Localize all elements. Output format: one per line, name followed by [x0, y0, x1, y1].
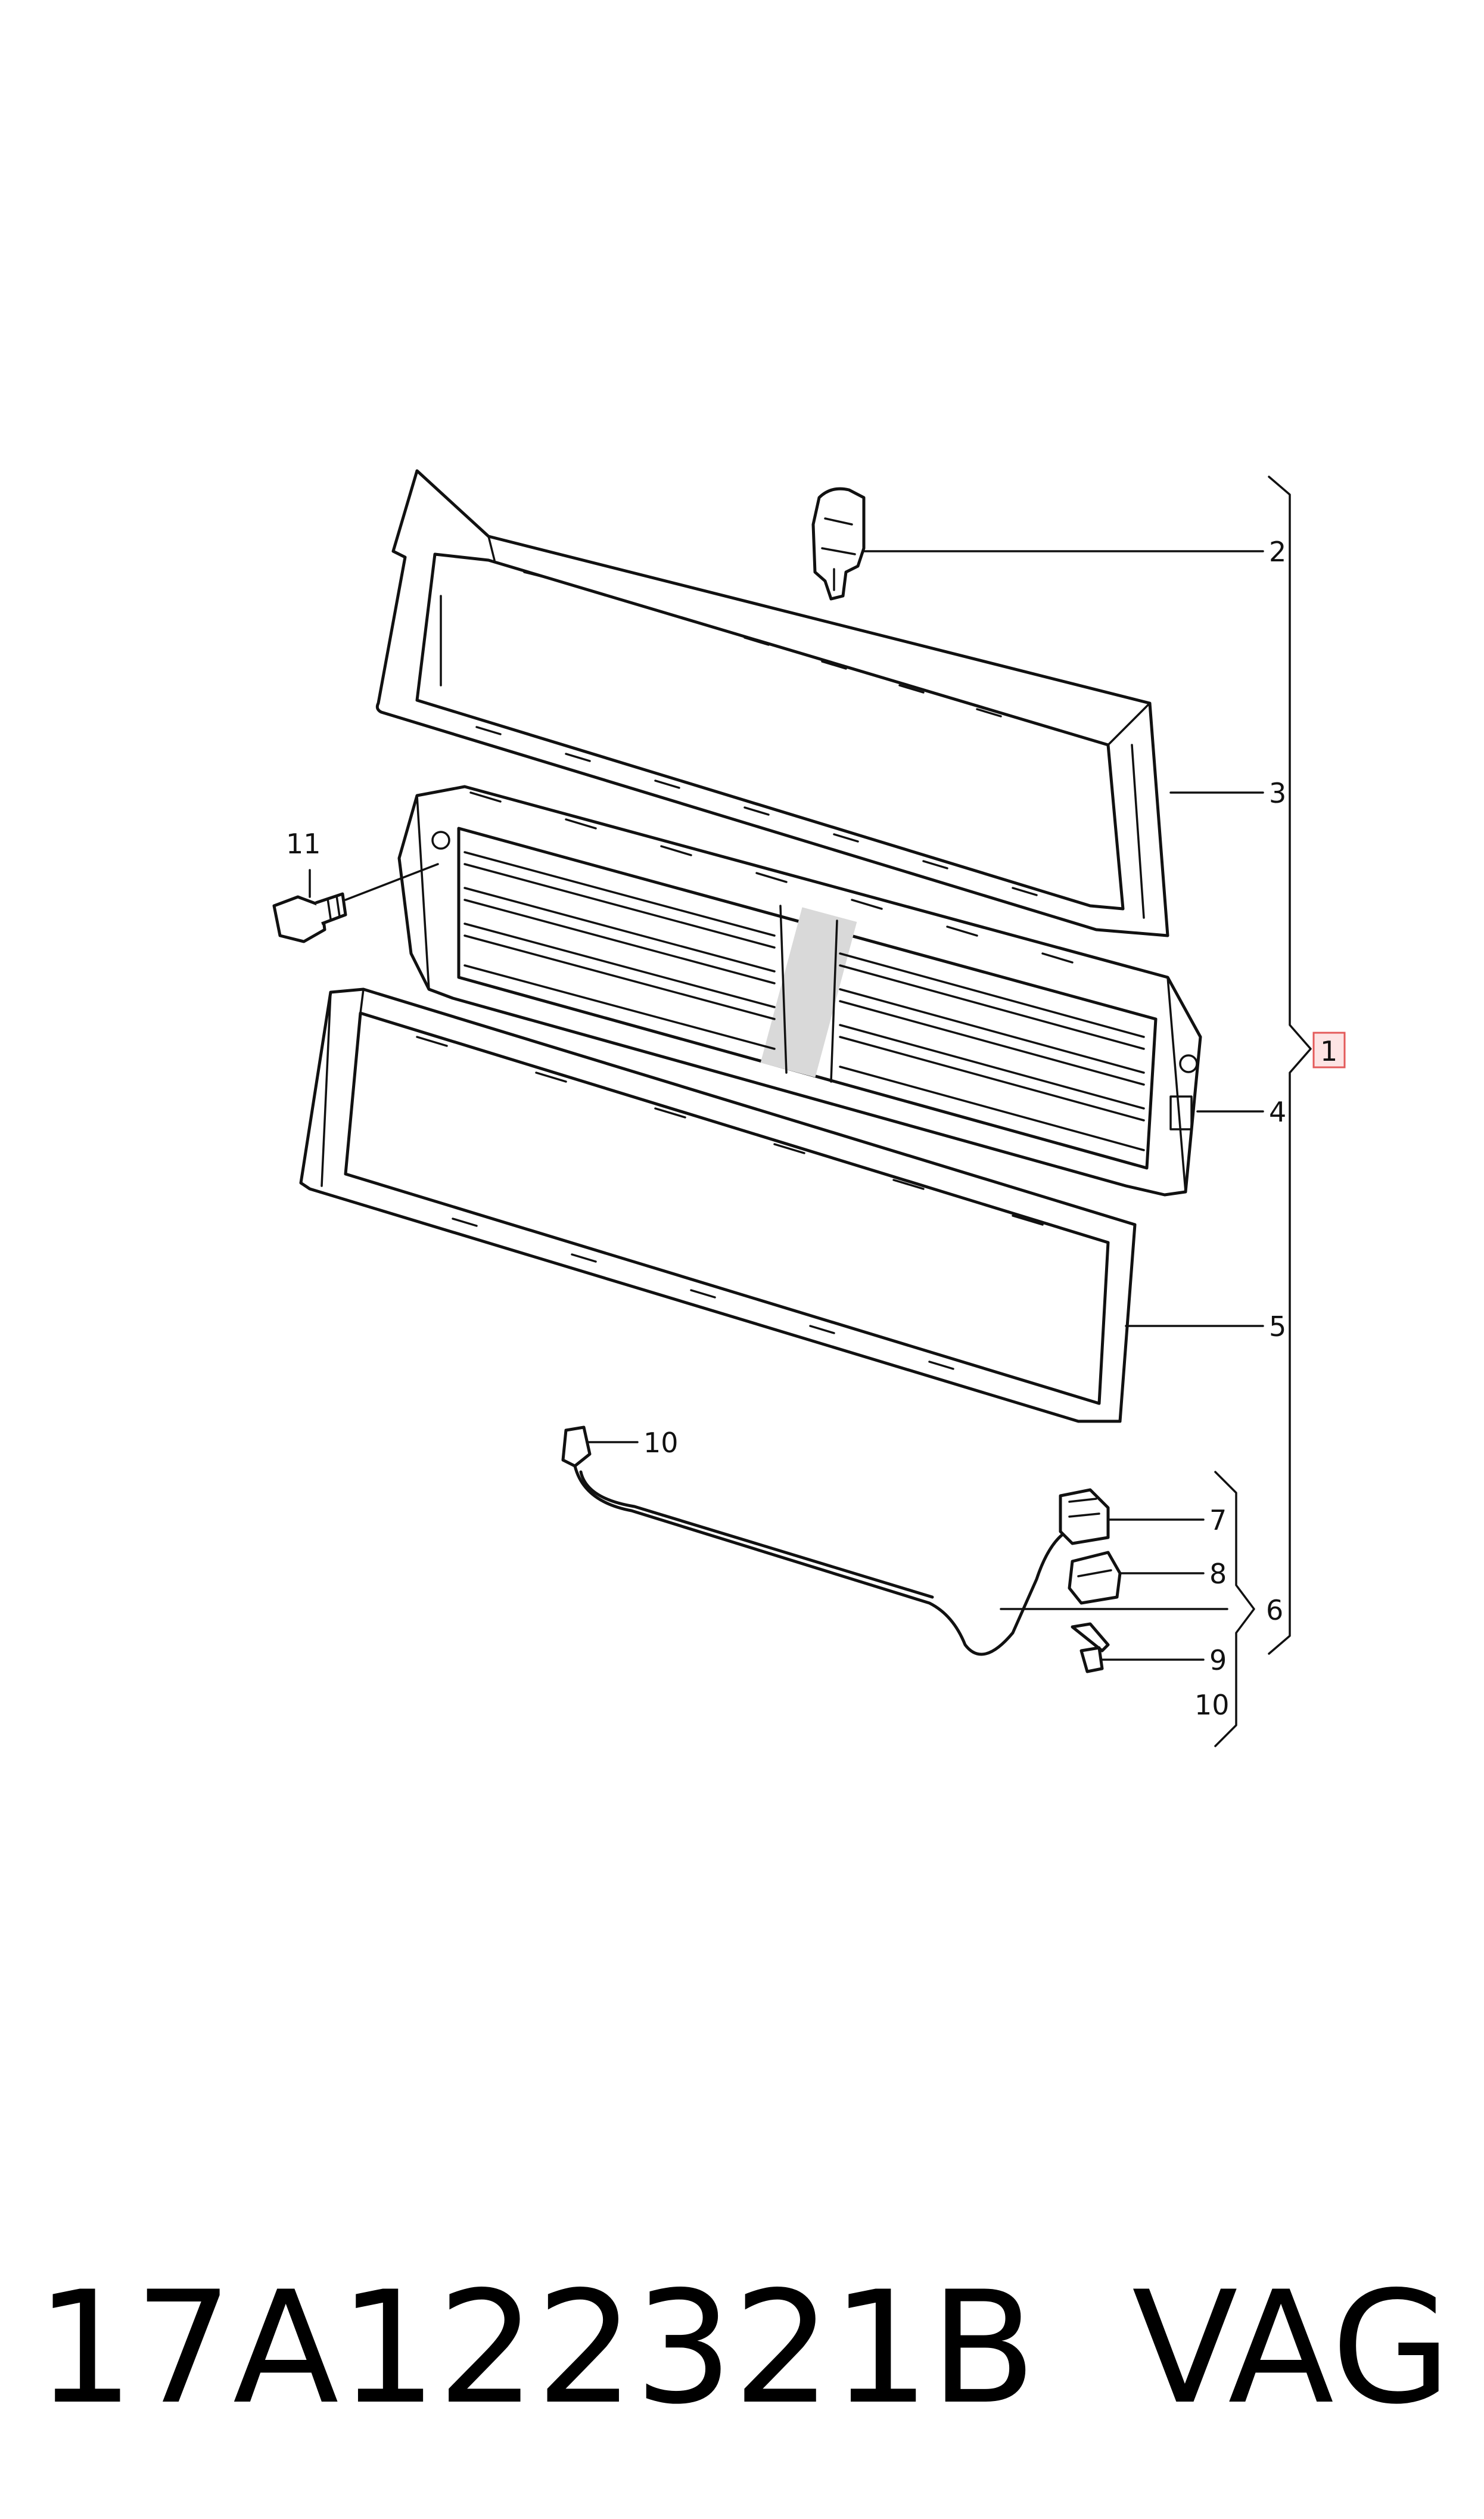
callout-7: 7	[1209, 1504, 1227, 1536]
bracket-6	[1214, 1471, 1255, 1747]
part-number: 17A122321B	[36, 2259, 1037, 2439]
part-2-clip	[811, 487, 866, 601]
part-6-wiring-harness	[561, 1425, 1068, 1656]
bracket-1	[1268, 476, 1312, 1655]
part-11-bolt	[272, 863, 439, 943]
leader-lines	[309, 550, 1264, 1661]
callout-4: 4	[1269, 1096, 1286, 1128]
callout-9: 9	[1209, 1644, 1227, 1676]
part-8-holder	[1068, 1551, 1122, 1605]
callout-2: 2	[1269, 536, 1286, 568]
callout-6: 6	[1266, 1594, 1283, 1626]
part-7-connector	[1059, 1488, 1110, 1545]
part-9-clip	[1071, 1622, 1110, 1673]
callout-5: 5	[1269, 1310, 1286, 1343]
callout-3: 3	[1269, 777, 1286, 809]
callout-1-highlight	[1312, 1032, 1346, 1069]
callout-8: 8	[1209, 1558, 1227, 1590]
callout-1: 1	[1320, 1035, 1337, 1067]
part-5-lower-air-duct	[299, 987, 1137, 1423]
part-4-air-shutter	[397, 785, 1202, 1197]
callout-11: 11	[286, 828, 321, 860]
part-3-upper-air-duct	[375, 469, 1169, 937]
callout-10-bracket: 10	[1194, 1689, 1230, 1721]
brand-name: VAG	[1132, 2259, 1451, 2439]
callout-10-harness: 10	[643, 1427, 679, 1459]
